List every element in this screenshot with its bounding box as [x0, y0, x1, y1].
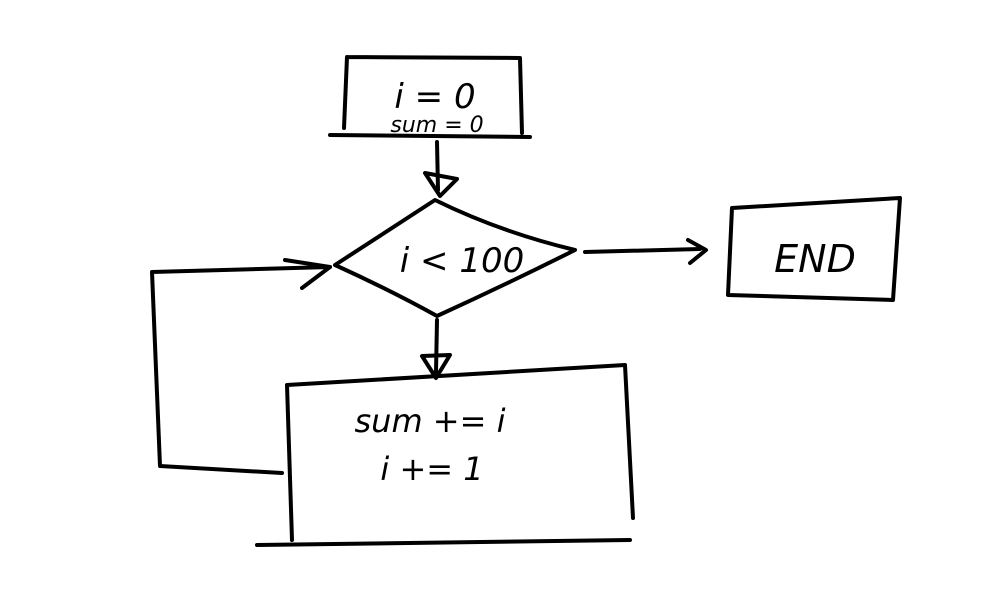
condition-diamond [333, 198, 577, 318]
arrowhead-icon [420, 353, 452, 380]
body-box [255, 363, 635, 547]
condition-node: i < 100 [333, 198, 577, 318]
arrow-condition-to-body [420, 318, 452, 380]
init-box [328, 55, 532, 139]
init-line-2: sum = 0 [390, 113, 483, 138]
end-box [726, 196, 902, 302]
arrowhead-icon [686, 238, 708, 265]
arrow-body-to-condition [150, 258, 332, 475]
arrowhead-icon [283, 258, 332, 290]
init-node: i = 0 sum = 0 [328, 55, 532, 139]
condition-text: i < 100 [400, 241, 524, 281]
end-text: END [774, 237, 856, 281]
body-line-1: sum += i [355, 402, 506, 440]
body-node: sum += i i += 1 [255, 363, 635, 547]
arrow-condition-to-end [583, 238, 708, 265]
init-line-1: i = 0 [394, 77, 475, 117]
arrow-init-to-condition [423, 140, 459, 198]
end-node: END [726, 196, 902, 302]
arrowhead-icon [423, 171, 459, 198]
body-line-2: i += 1 [380, 450, 483, 488]
